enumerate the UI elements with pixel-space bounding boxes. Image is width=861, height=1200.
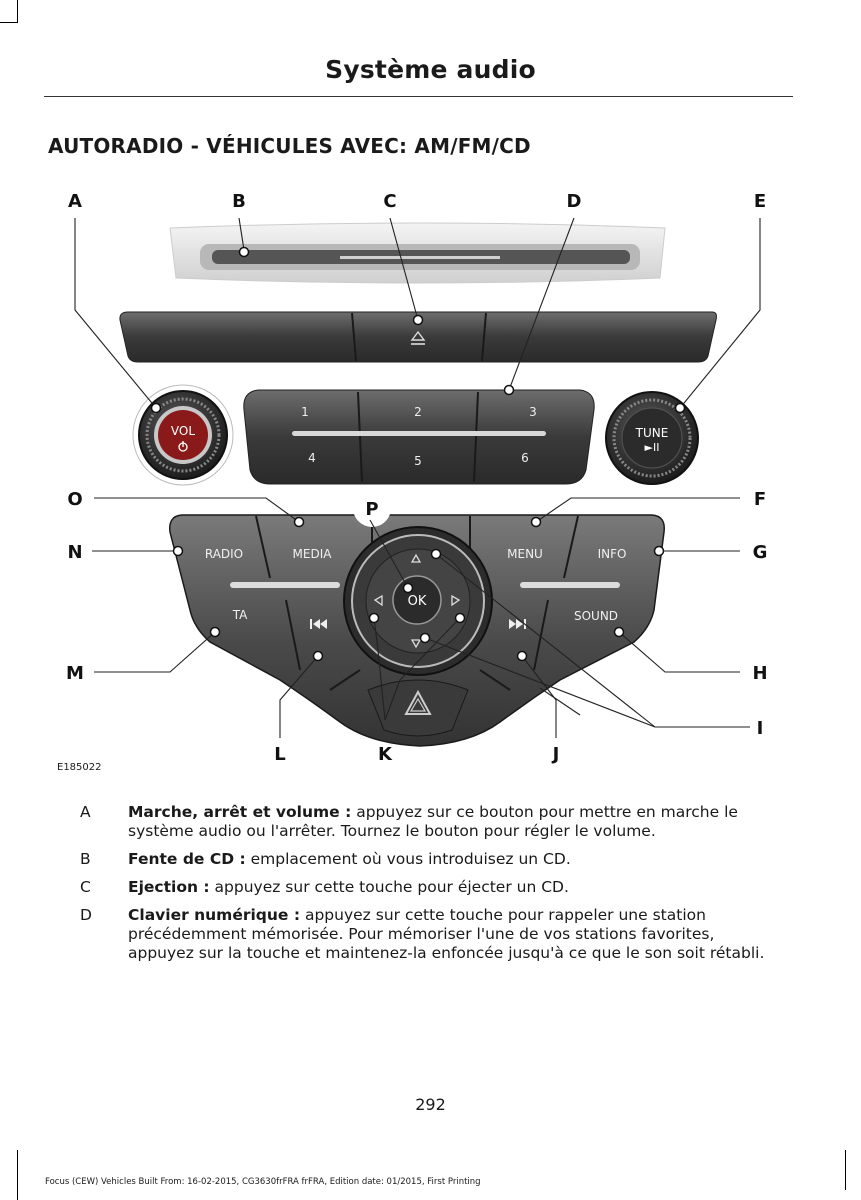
callout-term: Ejection : (128, 878, 210, 896)
callout-letter-p: P (365, 499, 378, 520)
preset-3-label[interactable]: 3 (529, 405, 537, 419)
page-header-title: Système audio (325, 55, 536, 84)
hazard-icon (404, 689, 432, 715)
leader-dots (150, 246, 686, 662)
preset-4-label[interactable]: 4 (308, 451, 316, 465)
callout-row: C Ejection : appuyez sur cette touche po… (80, 878, 780, 897)
callout-letter-e: E (754, 191, 766, 212)
play-pause-icon: ►II (645, 441, 660, 454)
arrow-up-icon[interactable] (410, 553, 422, 563)
callout-letter-b: B (232, 191, 246, 212)
header-rule (44, 96, 793, 97)
footer-text: Focus (CEW) Vehicles Built From: 16-02-2… (45, 1177, 481, 1187)
callout-letter-j: J (551, 744, 560, 765)
tune-knob[interactable] (605, 391, 699, 485)
callout-letter-k: K (378, 744, 393, 765)
page-number: 292 (415, 1095, 446, 1114)
eject-bar (119, 311, 717, 363)
section-heading: AUTORADIO - VÉHICULES AVEC: AM/FM/CD (48, 134, 531, 158)
sound-button[interactable]: SOUND (574, 609, 618, 623)
crop-mark (17, 0, 18, 22)
callout-letter-h: H (752, 663, 767, 684)
eject-icon[interactable] (410, 330, 426, 345)
callout-letter-a: A (68, 191, 82, 212)
leader-lines (74, 217, 761, 738)
callout-row-letter: B (80, 850, 91, 868)
arrow-right-icon[interactable] (451, 594, 461, 607)
info-button[interactable]: INFO (598, 547, 627, 561)
callout-text: emplacement où vous introduisez un CD. (245, 850, 571, 868)
figure-id: E185022 (57, 762, 102, 773)
volume-knob[interactable] (132, 384, 234, 486)
media-button[interactable]: MEDIA (293, 547, 333, 561)
callout-letter-g: G (753, 542, 768, 563)
callout-letter-o: O (67, 489, 82, 510)
arrow-left-icon[interactable] (373, 594, 383, 607)
callout-letter-d: D (567, 191, 582, 212)
seek-back-icon[interactable] (310, 619, 327, 629)
cd-slot (169, 222, 666, 284)
power-icon (178, 441, 188, 452)
crop-mark (17, 1150, 18, 1200)
callout-row-letter: D (80, 906, 92, 924)
callout-letter-i: I (757, 718, 764, 739)
volume-knob-label: VOL (171, 424, 195, 438)
callout-row: D Clavier numérique : appuyez sur cette … (80, 906, 780, 963)
callout-letter-m: M (66, 663, 84, 684)
callout-letter-f: F (754, 489, 766, 510)
callout-term: Fente de CD : (128, 850, 246, 868)
numeric-keypad (243, 389, 595, 485)
callout-text: appuyez sur ce bouton pour mettre en mar… (128, 803, 738, 840)
callout-row: B Fente de CD : emplacement où vous intr… (80, 850, 780, 869)
callout-term: Clavier numérique : (128, 906, 301, 924)
callout-term: Marche, arrêt et volume : (128, 803, 352, 821)
ok-button-label: OK (408, 594, 427, 609)
callout-text: appuyez sur cette touche pour rappeler u… (128, 906, 765, 962)
callout-badge (353, 489, 391, 527)
crop-mark (0, 22, 18, 23)
callout-row-letter: C (80, 878, 91, 896)
callout-row-letter: A (80, 803, 91, 821)
menu-button[interactable]: MENU (507, 547, 543, 561)
callout-letter-n: N (67, 542, 82, 563)
callout-text: appuyez sur cette touche pour éjecter un… (209, 878, 569, 896)
crop-mark (845, 1150, 846, 1190)
preset-1-label[interactable]: 1 (301, 405, 309, 419)
ta-button[interactable]: TA (232, 608, 248, 622)
tune-knob-label: TUNE (635, 426, 669, 440)
arrow-down-icon[interactable] (410, 639, 422, 649)
radio-button[interactable]: RADIO (205, 547, 243, 561)
callout-letter-c: C (383, 191, 396, 212)
callout-letter-l: L (274, 744, 285, 765)
audio-unit-diagram: 1 2 3 4 5 6 VOL TUNE ►II (66, 191, 768, 765)
preset-5-label[interactable]: 5 (414, 454, 422, 468)
callout-list: A Marche, arrêt et volume : appuyez sur … (80, 803, 780, 972)
preset-6-label[interactable]: 6 (521, 451, 529, 465)
preset-2-label[interactable]: 2 (414, 405, 422, 419)
callout-row: A Marche, arrêt et volume : appuyez sur … (80, 803, 780, 841)
navigation-ring (343, 526, 493, 676)
hazard-button[interactable] (367, 679, 469, 737)
